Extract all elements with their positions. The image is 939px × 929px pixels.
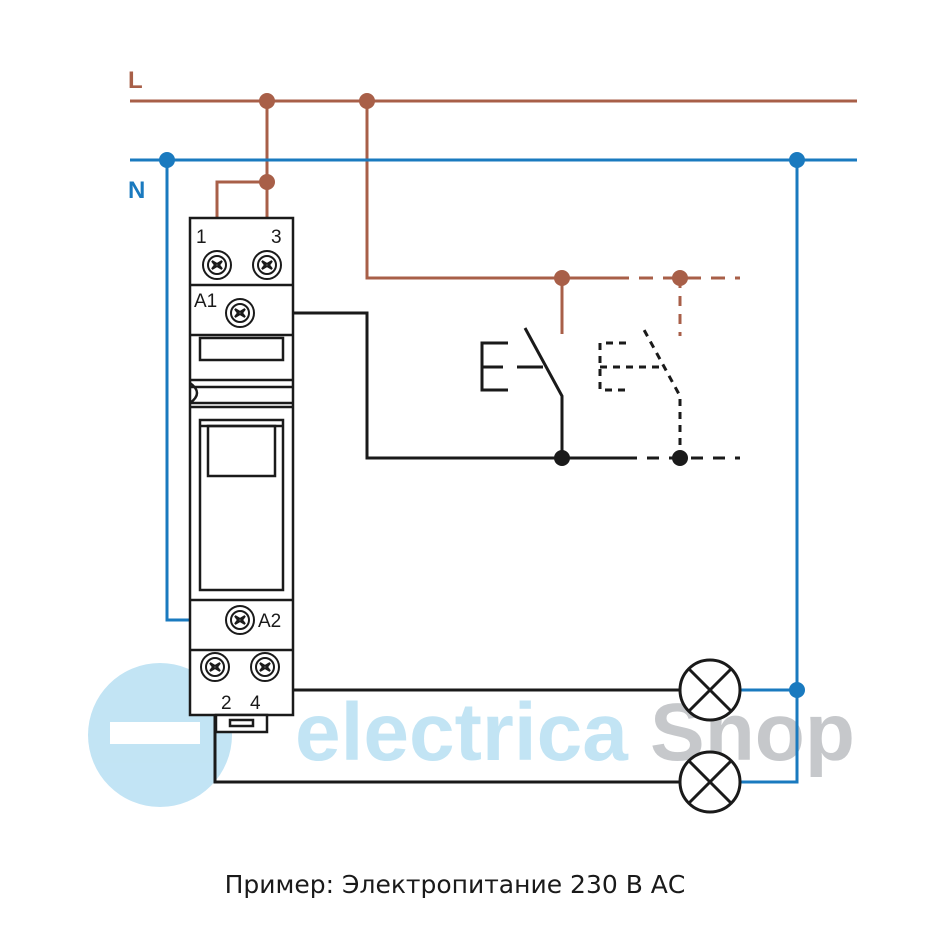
terminal-1-label: 1 xyxy=(196,227,207,248)
neutral-junctions xyxy=(159,152,805,698)
live-label: L xyxy=(128,67,143,94)
lamp-icon xyxy=(678,750,742,814)
terminal-3-label: 3 xyxy=(271,227,282,248)
terminal-2-label: 2 xyxy=(221,693,232,714)
caption: Пример: Электропитание 230 В АС xyxy=(225,870,686,899)
device-terminals xyxy=(200,250,282,682)
pushbutton-switch xyxy=(480,327,564,458)
lamp-icon xyxy=(678,658,742,722)
neutral-label: N xyxy=(128,177,145,204)
terminal-a1-label: A1 xyxy=(194,291,217,312)
terminal-a2-label: A2 xyxy=(258,611,281,632)
terminal-4-label: 4 xyxy=(250,693,261,714)
pushbutton-switch-optional xyxy=(598,327,682,458)
watermark-text-1: electrica xyxy=(295,687,629,778)
live-junctions xyxy=(259,93,688,286)
